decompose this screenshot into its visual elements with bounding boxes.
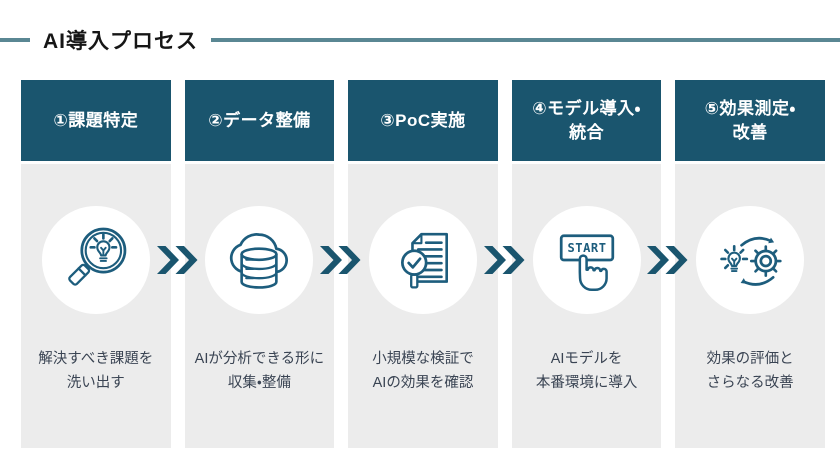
step-body-5: 効果の評価と さらなる改善 <box>675 164 825 448</box>
document-check-magnifier-icon <box>400 232 448 289</box>
pointing-hand <box>578 254 608 292</box>
lightbulb-rays <box>720 245 749 270</box>
step-column-2: ②データ整備 AIが分析できる形に 収集・整備 <box>184 80 335 448</box>
step-column-3: ③PoC実施 <box>348 80 498 448</box>
step-header-3: ③PoC実施 <box>348 80 498 161</box>
step-header-2: ②データ整備 <box>184 80 335 161</box>
title-rule-right <box>211 38 840 42</box>
step-header-1: ①課題特定 <box>21 80 171 161</box>
step-column-4: ④モデル導入・ 統合 START AIモデルを 本番環境に導入 <box>511 80 662 448</box>
title-section: AI導入プロセス <box>0 25 840 55</box>
process-steps: ①課題特定 <box>21 80 825 448</box>
step-description-1: 解決すべき課題を 洗い出す <box>38 351 154 391</box>
cloud-database-icon <box>230 233 289 289</box>
step-header-5: ⑤効果測定・ 改善 <box>675 80 825 161</box>
document-lines <box>416 241 443 279</box>
step-body-3: 小規模な検証で AIの効果を確認 <box>348 164 498 448</box>
chevron-arrow-icon <box>156 246 199 274</box>
step-body-4: START AIモデルを 本番環境に導入 <box>511 164 662 448</box>
step-label-3: ③PoC実施 <box>380 110 466 130</box>
title-rule-left <box>0 38 30 42</box>
icon-circle-4: START <box>532 206 641 314</box>
icon-circle-3 <box>368 206 477 314</box>
start-button-hand-icon: START <box>559 234 614 292</box>
step-label-5: ⑤効果測定・ 改善 <box>704 98 796 142</box>
lightbulb-gear-cycle-icon <box>720 236 782 286</box>
step-label-2: ②データ整備 <box>208 110 311 130</box>
magnifier-handle <box>67 263 90 286</box>
step-body-2: AIが分析できる形に 収集・整備 <box>184 164 335 448</box>
chevron-arrow-icon <box>647 246 689 274</box>
step-header-4: ④モデル導入・ 統合 <box>511 80 662 161</box>
start-button-text: START <box>567 241 606 255</box>
lightbulb-rays <box>89 233 118 249</box>
icon-circle-2 <box>205 206 314 314</box>
step-description-2: AIが分析できる形に 収集・整備 <box>194 351 325 391</box>
icon-circle-1 <box>41 206 150 314</box>
magnifier-lightbulb-icon <box>67 227 127 286</box>
page-title: AI導入プロセス <box>43 30 198 53</box>
step-description-5: 効果の評価と さらなる改善 <box>706 351 794 391</box>
step-label-4: ④モデル導入・ 統合 <box>532 98 641 142</box>
chevron-arrow-icon <box>483 246 526 274</box>
step-column-1: ①課題特定 <box>21 80 171 448</box>
step-column-5: ⑤効果測定・ 改善 <box>675 80 825 448</box>
step-body-1: 解決すべき課題を 洗い出す <box>21 164 171 448</box>
icon-circle-5 <box>696 206 805 314</box>
step-label-1: ①課題特定 <box>53 110 139 130</box>
step-description-3: 小規模な検証で AIの効果を確認 <box>372 351 474 391</box>
step-description-4: AIモデルを 本番環境に導入 <box>535 351 638 391</box>
chevron-arrow-icon <box>320 246 362 274</box>
